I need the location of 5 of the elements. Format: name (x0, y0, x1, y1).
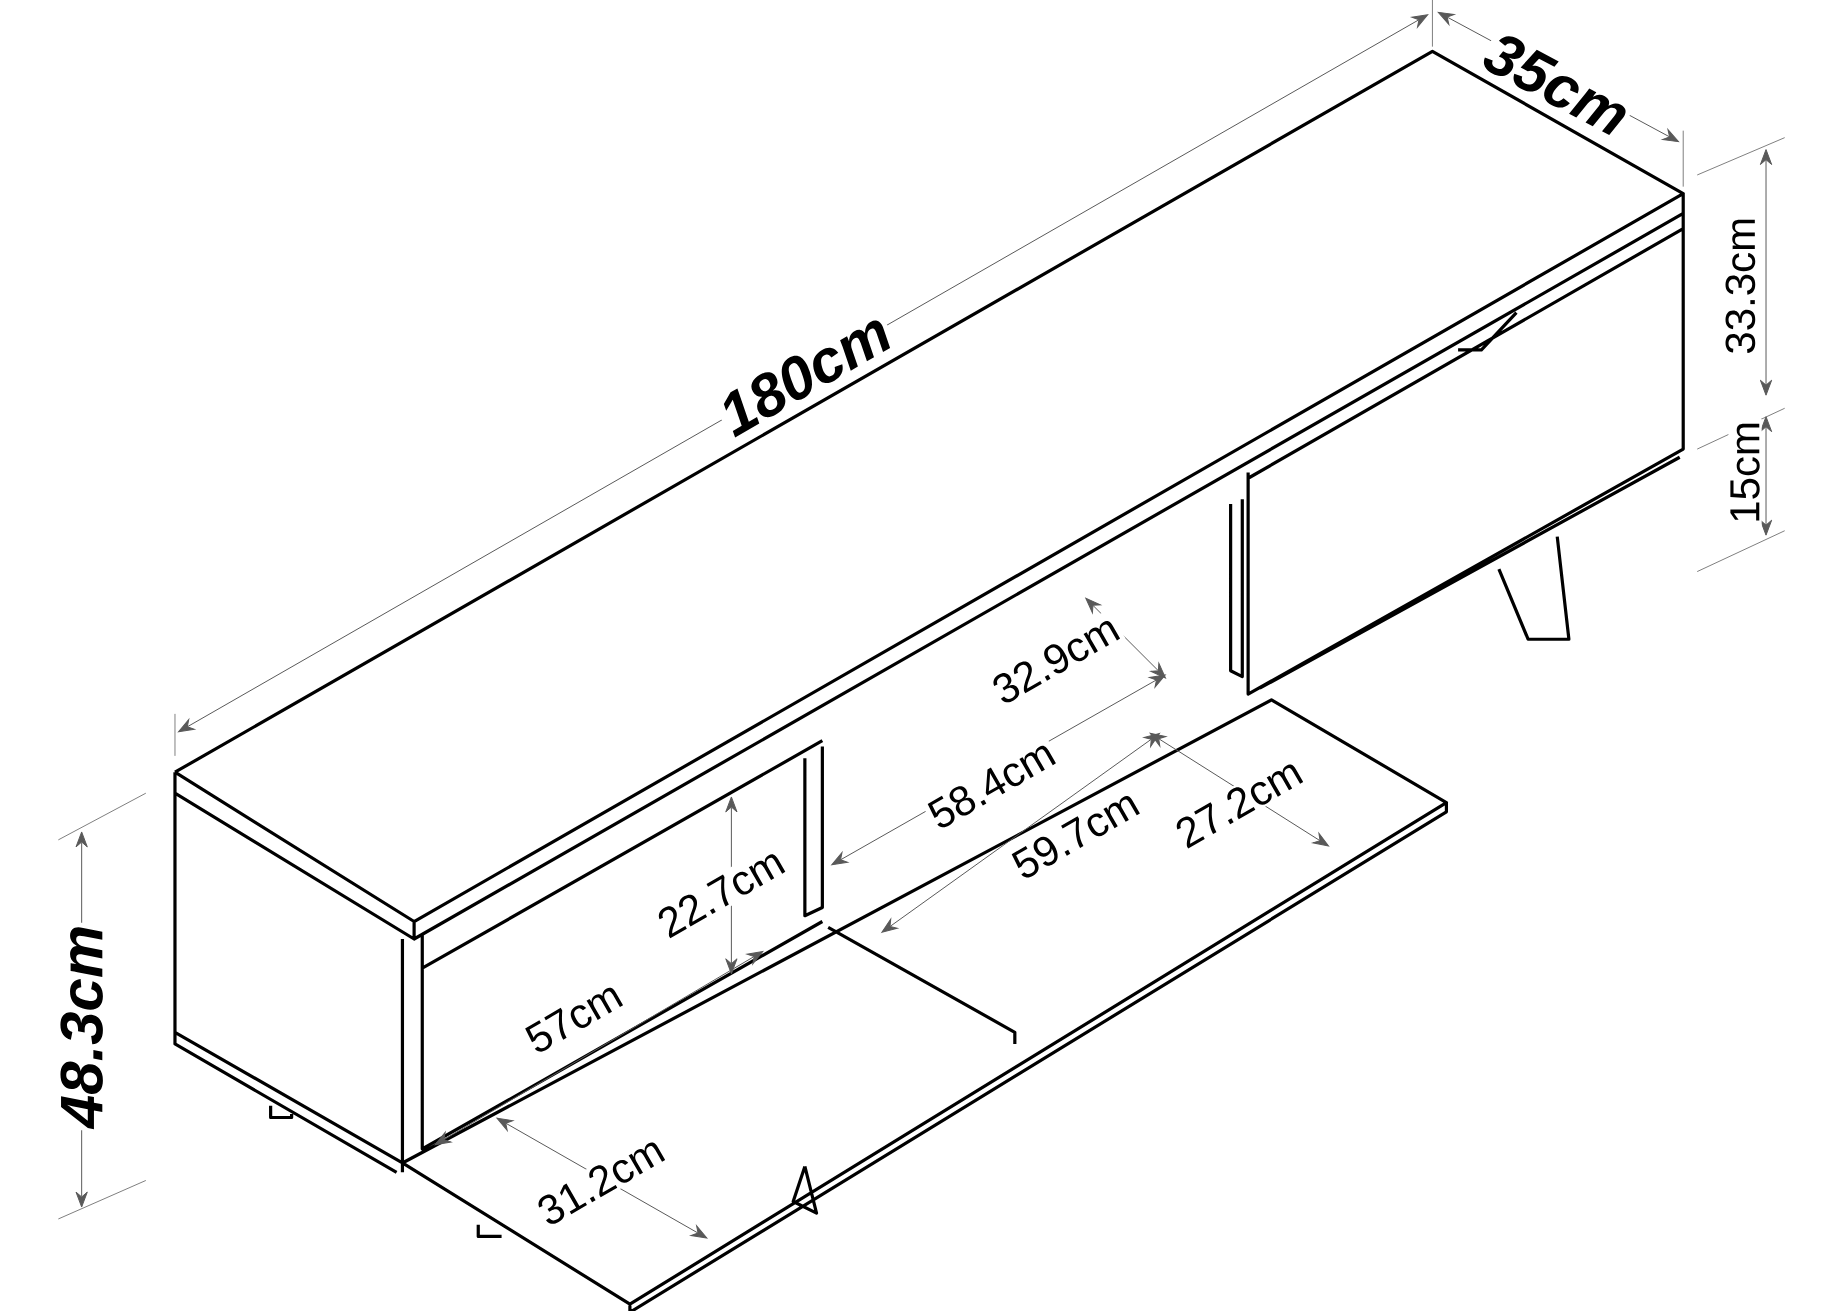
dimension-label: 35cm (1476, 26, 1638, 142)
dimension-label: 15cm (1728, 419, 1762, 526)
dimension-label: 33.3cm (1723, 214, 1758, 357)
dimension-label: 57cm (519, 976, 629, 1059)
dimension-label: 48.3cm (58, 922, 105, 1131)
